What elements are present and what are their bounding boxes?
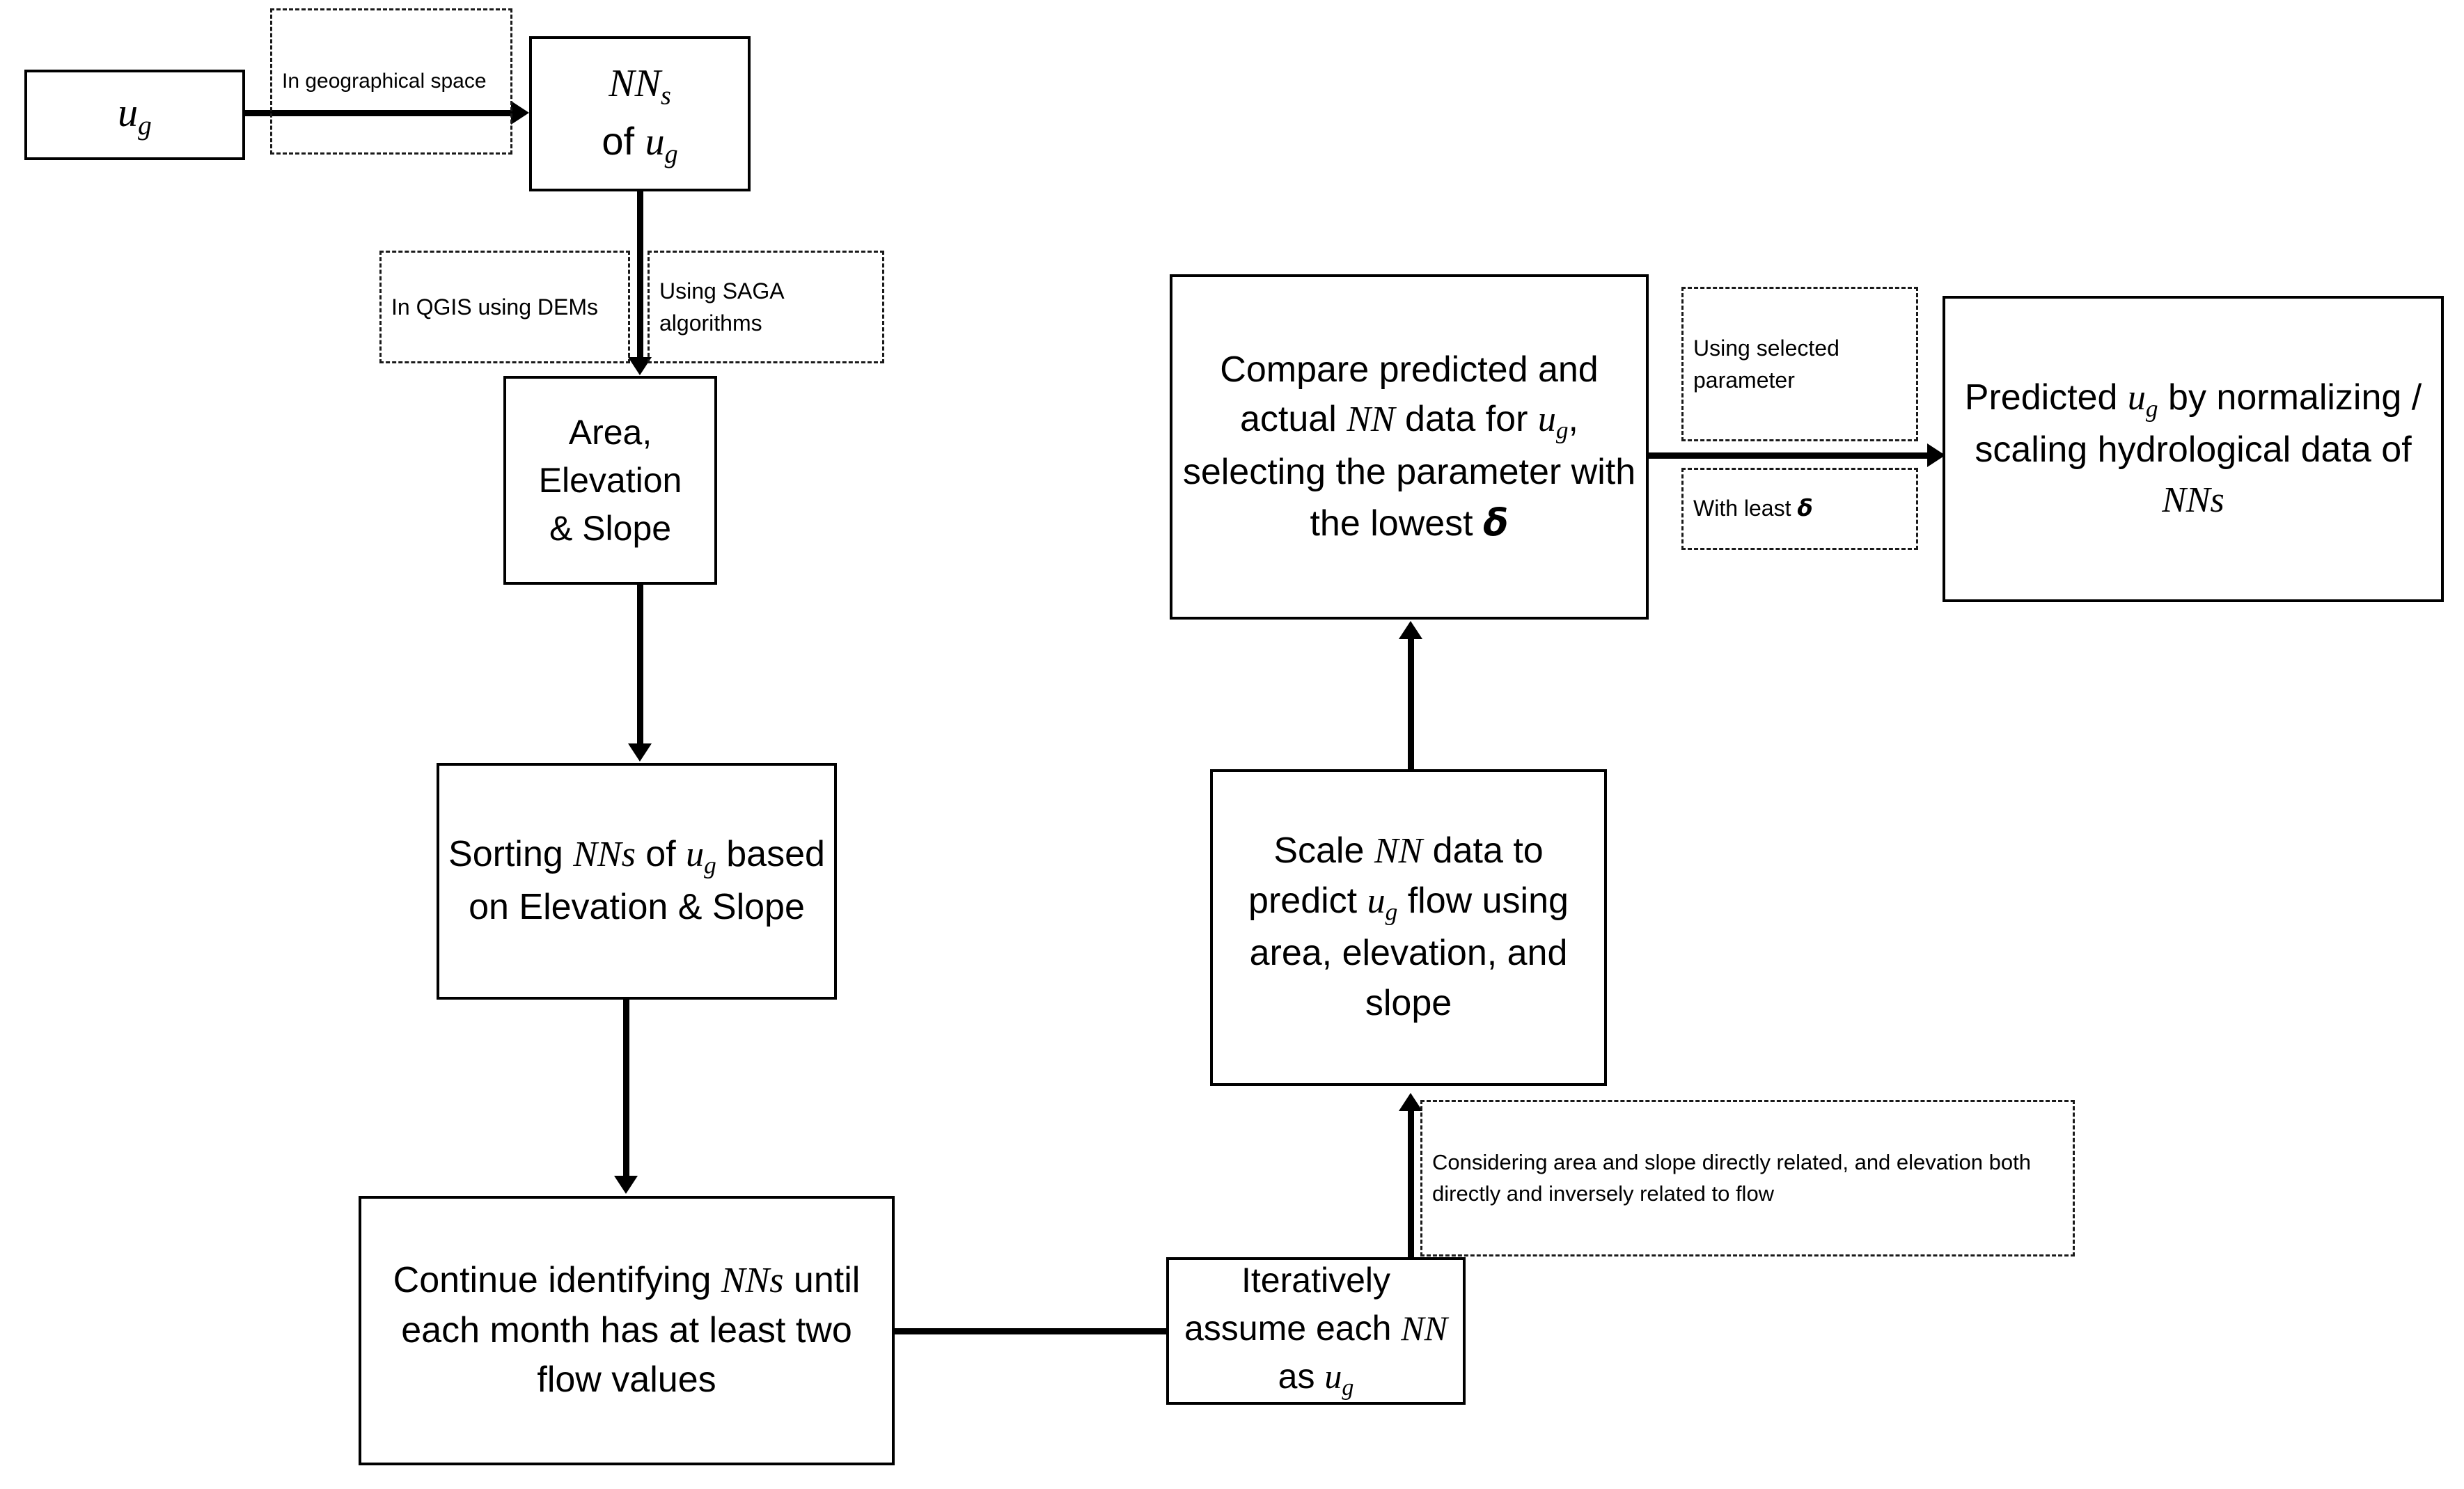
node-ug-source-label: ug (118, 90, 152, 141)
node-area-elevation-slope-line1: Area, (568, 412, 652, 452)
edge-iterative-to-scale-arrowhead (1399, 1093, 1422, 1111)
note-in-geographical-space: In geographical space (270, 8, 512, 155)
node-continue-identifying-label: Continue identifying NNs until each mont… (393, 1259, 861, 1401)
edge-ug-to-nns-arrowhead (511, 101, 529, 125)
note-using-saga-algorithms: Using SAGA algorithms (648, 251, 884, 363)
edge-ug-to-nns-line (245, 110, 511, 116)
note-considering-area-slope: Considering area and slope directly rela… (1420, 1100, 2075, 1256)
node-area-elevation-slope-line3: & Slope (549, 508, 672, 548)
node-area-elevation-slope-line2: Elevation (538, 460, 682, 500)
note-in-geographical-space-label: In geographical space (282, 70, 487, 93)
note-considering-area-slope-label: Considering area and slope directly rela… (1432, 1149, 2031, 1206)
note-using-selected-parameter-label: Using selected parameter (1693, 335, 1839, 393)
note-using-saga-algorithms-label: Using SAGA algorithms (659, 278, 783, 336)
node-nns-of-ug-line2: of ug (602, 118, 678, 168)
note-using-selected-parameter: Using selected parameter (1681, 287, 1918, 441)
edge-nns-to-area-line (637, 191, 643, 359)
node-predicted-ug-label: Predicted ug by normalizing / scaling hy… (1964, 377, 2422, 520)
edge-scale-to-compare-line (1408, 639, 1414, 771)
edge-area-to-sorting-arrowhead (628, 743, 652, 762)
node-continue-identifying[interactable]: Continue identifying NNs until each mont… (359, 1196, 895, 1465)
node-nns-of-ug-line1: NNs (609, 61, 671, 110)
edge-sorting-to-continue-arrowhead (614, 1176, 638, 1194)
node-area-elevation-slope[interactable]: Area, Elevation & Slope (503, 376, 717, 585)
edge-compare-to-predicted-arrowhead (1927, 443, 1945, 467)
node-compare-predicted-label: Compare predicted and actual NN data for… (1182, 349, 1636, 544)
node-scale-nn-data-label: Scale NN data to predict ug flow using a… (1248, 830, 1569, 1024)
note-with-least-delta: With least δ (1681, 468, 1918, 550)
note-with-least-delta-label: With least δ (1693, 495, 1813, 522)
edge-area-to-sorting-line (637, 585, 643, 745)
note-in-qgis-using-dems: In QGIS using DEMs (379, 251, 630, 363)
note-in-qgis-using-dems-label: In QGIS using DEMs (391, 294, 598, 320)
node-iteratively-assume-label: Iteratively assume each NN as ug (1184, 1261, 1447, 1401)
node-scale-nn-data[interactable]: Scale NN data to predict ug flow using a… (1210, 769, 1607, 1086)
edge-scale-to-compare-arrowhead (1399, 621, 1422, 639)
node-nns-of-ug[interactable]: NNs of ug (529, 36, 751, 191)
node-predicted-ug[interactable]: Predicted ug by normalizing / scaling hy… (1943, 296, 2444, 602)
node-sorting-nns-label: Sorting NNs of ug based on Elevation & S… (448, 834, 825, 927)
node-iteratively-assume[interactable]: Iteratively assume each NN as ug (1166, 1257, 1466, 1405)
edge-sorting-to-continue-line (623, 999, 629, 1177)
node-ug-source[interactable]: ug (24, 70, 245, 160)
node-sorting-nns[interactable]: Sorting NNs of ug based on Elevation & S… (437, 763, 837, 1000)
edge-iterative-to-scale-line (1408, 1111, 1414, 1259)
edge-compare-to-predicted-line (1649, 452, 1927, 459)
edge-continue-to-iterative-line (895, 1328, 1166, 1334)
node-compare-predicted[interactable]: Compare predicted and actual NN data for… (1170, 274, 1649, 620)
